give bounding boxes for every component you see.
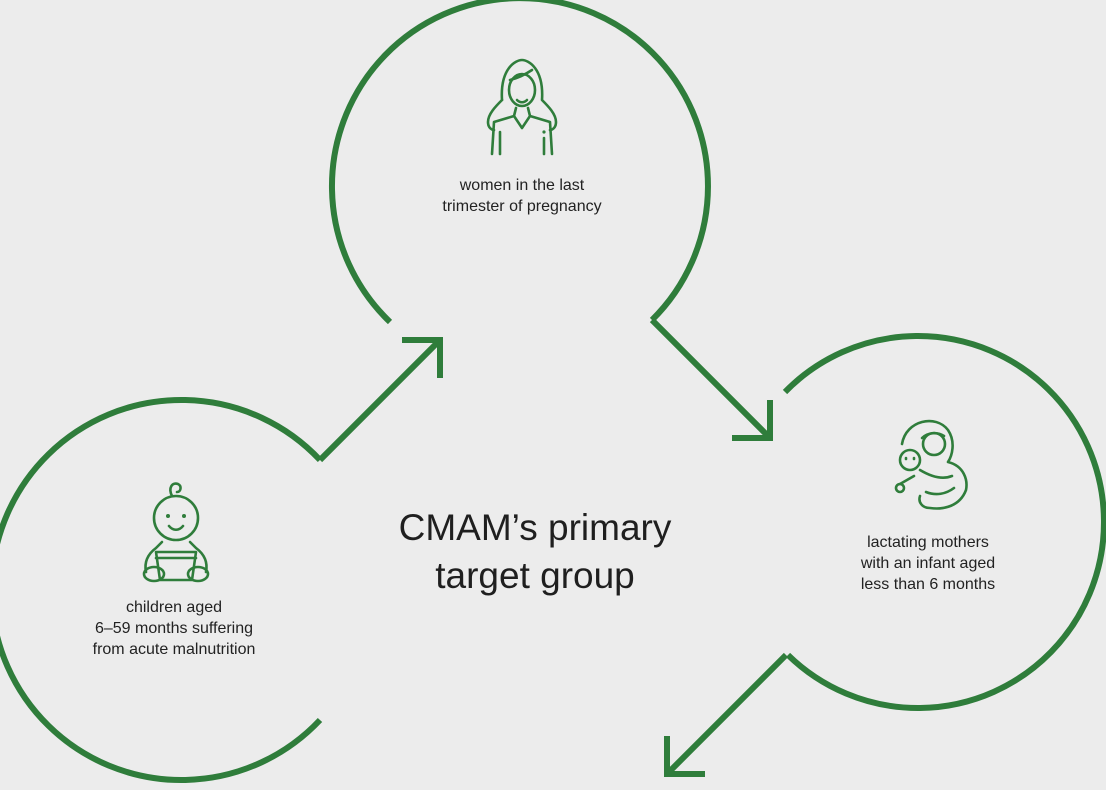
- left-circle-arc: [0, 397, 323, 783]
- label-line: less than 6 months: [860, 576, 996, 593]
- label-line: 6–59 months suffering: [94, 620, 254, 637]
- pregnant-women-label: women in the last trimester of pregnancy: [402, 175, 642, 217]
- arrow-left-to-top: [317, 337, 443, 463]
- center-title: CMAM’s primary target group: [370, 504, 700, 600]
- label-line: lactating mothers: [867, 534, 989, 551]
- label-line: from acute malnutrition: [92, 641, 256, 658]
- pregnant-woman-icon: [486, 58, 558, 156]
- baby-icon: [142, 482, 210, 583]
- label-line: women in the last: [459, 177, 585, 194]
- right-circle-arc: [782, 333, 1106, 711]
- mother-with-infant-icon: [894, 419, 968, 510]
- label-line: trimester of pregnancy: [442, 198, 602, 215]
- children-label: children aged 6–59 months suffering from…: [44, 597, 304, 660]
- top-circle-arc: [329, 0, 711, 325]
- label-line: children aged: [125, 599, 223, 616]
- lactating-mothers-label: lactating mothers with an infant aged le…: [808, 532, 1048, 595]
- center-title-line: target group: [435, 555, 635, 596]
- label-line: with an infant aged: [860, 555, 996, 572]
- arrow-top-to-right: [649, 317, 773, 441]
- arrow-right-to-bottom: [664, 652, 789, 777]
- center-title-line: CMAM’s primary: [398, 507, 672, 548]
